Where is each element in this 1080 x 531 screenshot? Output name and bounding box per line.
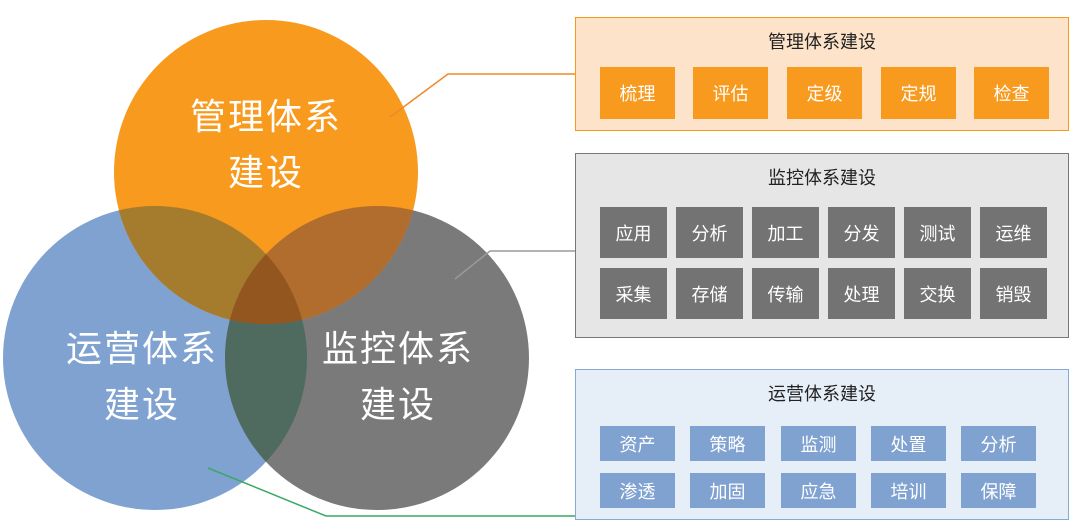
operations-panel-title: 运营体系建设 bbox=[768, 384, 876, 405]
management-label-line1: 管理体系 bbox=[189, 97, 342, 138]
ops-mgmt-overlap bbox=[114, 206, 307, 324]
operations-circle-label: 运营体系 建设 bbox=[22, 322, 262, 434]
operations-item: 策略 bbox=[690, 426, 765, 461]
monitoring-panel-title: 监控体系建设 bbox=[768, 168, 876, 189]
monitoring-panel: 监控体系建设 应用 分析 加工 分发 测试 运维 采集 存储 传输 处理 交换 … bbox=[575, 153, 1069, 338]
mon-mgmt-overlap bbox=[225, 206, 418, 324]
management-circle-label: 管理体系 建设 bbox=[146, 90, 386, 202]
monitoring-item: 传输 bbox=[752, 268, 819, 319]
management-item: 评估 bbox=[693, 67, 768, 119]
operations-item: 渗透 bbox=[600, 473, 675, 508]
monitoring-item: 采集 bbox=[600, 268, 667, 319]
operations-item: 培训 bbox=[871, 473, 946, 508]
operations-label-line2: 建设 bbox=[103, 385, 180, 426]
management-connector bbox=[389, 73, 575, 118]
monitoring-item: 销毁 bbox=[980, 268, 1047, 319]
management-item: 定级 bbox=[787, 67, 862, 119]
operations-item: 加固 bbox=[690, 473, 765, 508]
monitoring-item: 测试 bbox=[904, 207, 971, 258]
operations-item: 监测 bbox=[781, 426, 856, 461]
operations-label-line1: 运营体系 bbox=[65, 329, 218, 370]
operations-connector bbox=[207, 467, 575, 517]
operations-item: 资产 bbox=[600, 426, 675, 461]
monitoring-circle-label: 监控体系 建设 bbox=[278, 322, 518, 434]
management-item: 梳理 bbox=[600, 67, 675, 119]
monitoring-connector bbox=[454, 250, 575, 280]
operations-item: 保障 bbox=[961, 473, 1036, 508]
monitoring-item: 存储 bbox=[676, 268, 743, 319]
operations-panel: 运营体系建设 资产 策略 监测 处置 分析 渗透 加固 应急 培训 保障 bbox=[575, 369, 1069, 520]
management-item: 检查 bbox=[974, 67, 1049, 119]
operations-item: 处置 bbox=[871, 426, 946, 461]
monitoring-label-line2: 建设 bbox=[359, 385, 436, 426]
monitoring-label-line1: 监控体系 bbox=[321, 329, 474, 370]
management-item: 定规 bbox=[881, 67, 956, 119]
monitoring-item: 处理 bbox=[828, 268, 895, 319]
management-panel-title: 管理体系建设 bbox=[768, 32, 876, 53]
monitoring-item: 分析 bbox=[676, 207, 743, 258]
monitoring-item: 运维 bbox=[980, 207, 1047, 258]
management-panel: 管理体系建设 梳理 评估 定级 定规 检查 bbox=[575, 17, 1069, 131]
monitoring-item: 应用 bbox=[600, 207, 667, 258]
operations-item: 应急 bbox=[781, 473, 856, 508]
monitoring-item: 加工 bbox=[752, 207, 819, 258]
management-label-line2: 建设 bbox=[227, 153, 304, 194]
monitoring-item: 分发 bbox=[828, 207, 895, 258]
monitoring-item: 交换 bbox=[904, 268, 971, 319]
operations-item: 分析 bbox=[961, 426, 1036, 461]
